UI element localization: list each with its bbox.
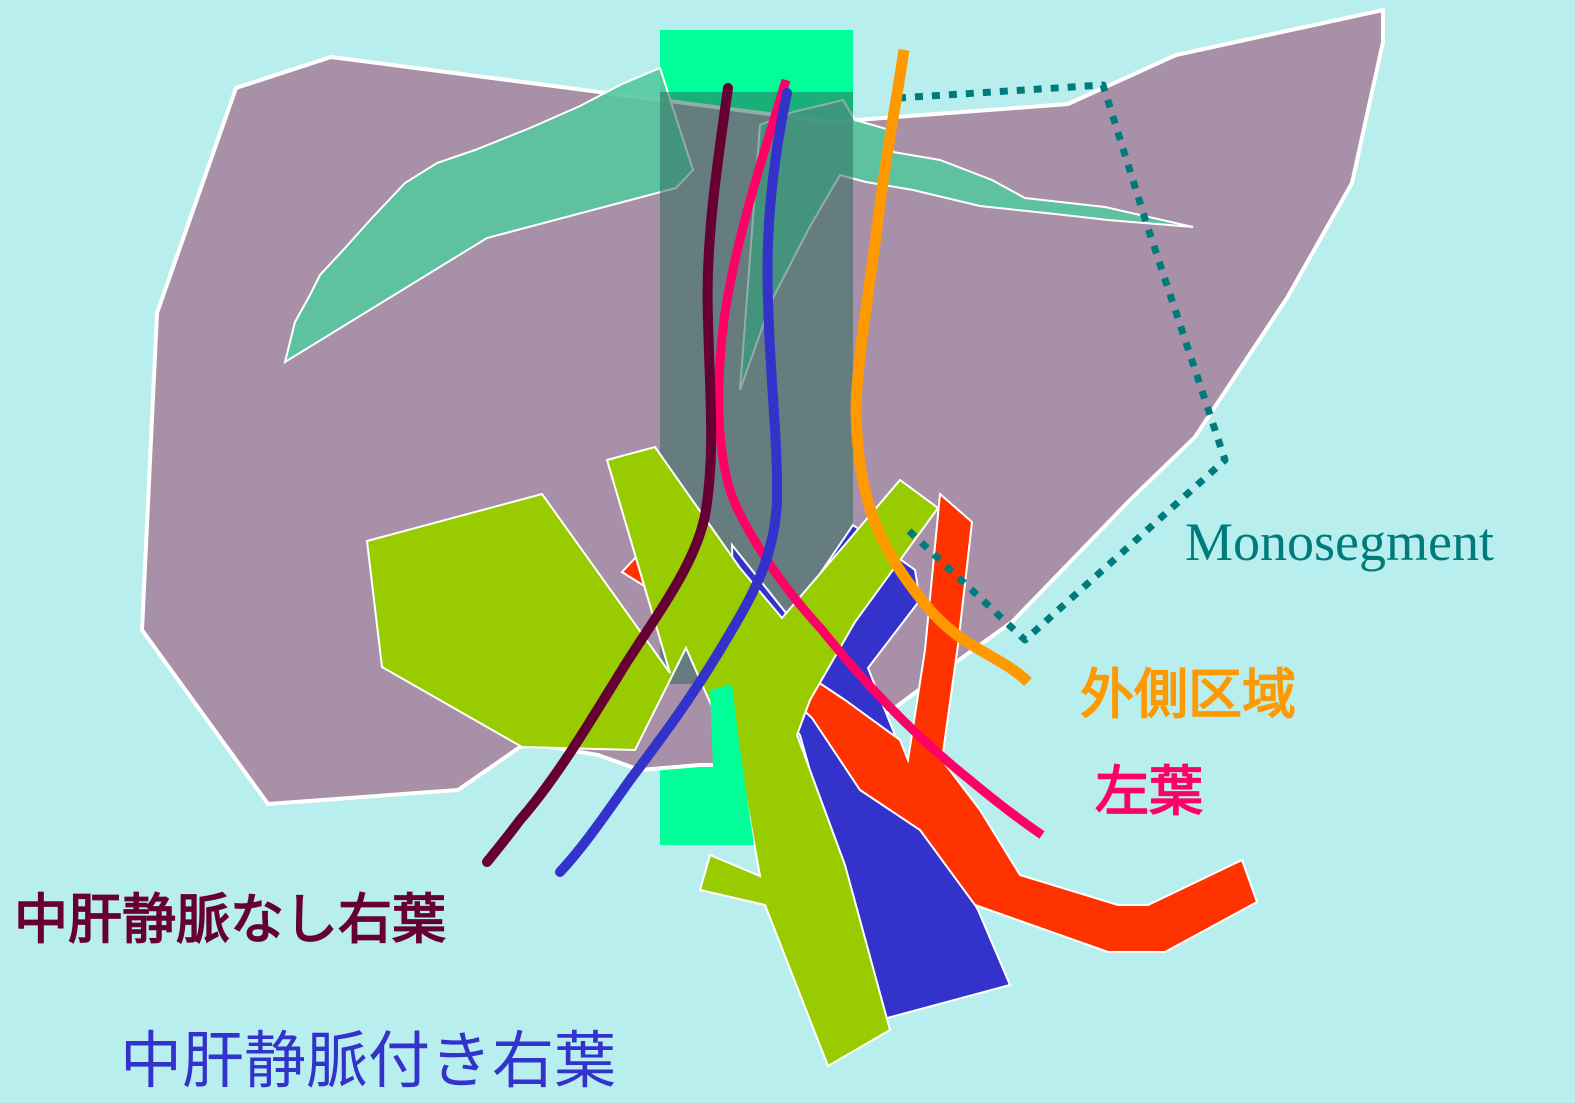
left-lobe-label: 左葉 [1095, 760, 1203, 823]
monosegment-boundary [897, 81, 1229, 644]
right-lobe-with-mhv-label: 中肝静脈付き右葉 [120, 1024, 617, 1097]
left-lobe-line [714, 78, 1045, 839]
portal-vein-shape [365, 445, 940, 1068]
right-lobe-with-mhv-line [555, 88, 792, 877]
lateral-segment-label: 外側区域 [1080, 663, 1296, 726]
right-lobe-without-mhv-label: 中肝静脈なし右葉 [14, 888, 446, 951]
monosegment-label: Monosegment [1185, 512, 1494, 572]
graft-band-lower-shape [710, 684, 754, 845]
lateral-segment-line [850, 49, 1032, 687]
right-lobe-without-mhv-line [482, 83, 733, 867]
